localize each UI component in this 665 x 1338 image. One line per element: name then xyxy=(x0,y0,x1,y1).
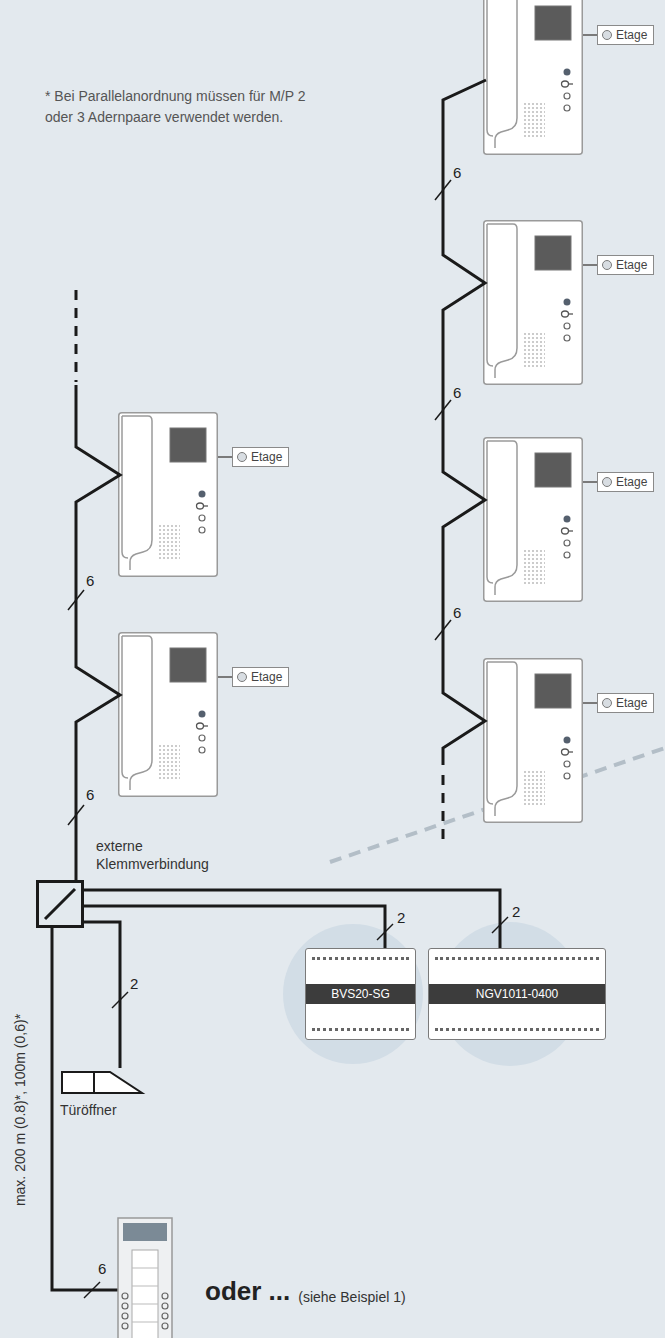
wire-connector xyxy=(84,890,500,948)
terminal-row xyxy=(312,957,409,960)
wire-count: 6 xyxy=(86,572,94,589)
wire-count: 2 xyxy=(510,903,522,920)
module-label: BVS20-SG xyxy=(306,984,415,1004)
button-label: Etage xyxy=(616,696,647,710)
door-opener-outline xyxy=(62,1072,142,1093)
wire-connector xyxy=(84,906,385,948)
button-dot xyxy=(602,260,612,270)
floor-button: Etage xyxy=(232,447,289,467)
wire-count: 6 xyxy=(453,604,461,621)
wire-count: 6 xyxy=(98,1260,106,1277)
terminal-box: externe Klemmverbindung xyxy=(36,880,84,928)
floor-button: Etage xyxy=(597,25,654,45)
floor-button: Etage xyxy=(232,667,289,687)
wire-count: 2 xyxy=(395,909,407,926)
din-module: NGV1011-0400 xyxy=(428,948,606,1040)
button-label: Etage xyxy=(616,28,647,42)
wire-count: 6 xyxy=(453,164,461,181)
terminal-row xyxy=(312,1028,409,1031)
wire-count-tick xyxy=(112,992,128,1008)
terminal-label: externe Klemmverbindung xyxy=(96,837,236,873)
terminal-row xyxy=(435,957,599,960)
wire-connector xyxy=(84,922,120,1068)
button-label: Etage xyxy=(616,475,647,489)
wire-count: 2 xyxy=(128,975,140,992)
max-length-note: max. 200 m (0.8)*, 100m (0,6)* xyxy=(12,1014,28,1206)
door-opener: Türöffner xyxy=(60,1068,150,1118)
floor-button: Etage xyxy=(597,472,654,492)
floor-button: Etage xyxy=(597,693,654,713)
door-opener-symbol xyxy=(60,1068,150,1096)
button-label: Etage xyxy=(251,670,282,684)
button-label: Etage xyxy=(251,450,282,464)
button-dot xyxy=(602,30,612,40)
diagonal-line xyxy=(45,889,75,919)
button-dot xyxy=(237,672,247,682)
wire-count: 6 xyxy=(86,786,94,803)
wire-count-tick xyxy=(377,924,393,940)
button-dot xyxy=(237,452,247,462)
terminal-diagonal xyxy=(39,883,81,925)
footnote: * Bei Parallelanordnung müssen für M/P 2… xyxy=(45,86,310,128)
module-label: NGV1011-0400 xyxy=(429,984,605,1004)
button-dot xyxy=(602,477,612,487)
wire-count-tick xyxy=(492,917,508,933)
floor-button: Etage xyxy=(597,255,654,275)
alternative-note: oder ... xyxy=(205,1276,290,1306)
terminal-row xyxy=(435,1028,599,1031)
wire-count: 6 xyxy=(453,384,461,401)
door-opener-label: Türöffner xyxy=(60,1102,150,1118)
reference-note: (siehe Beispiel 1) xyxy=(298,1289,405,1305)
button-dot xyxy=(602,698,612,708)
din-module: BVS20-SG xyxy=(305,948,416,1040)
button-label: Etage xyxy=(616,258,647,272)
